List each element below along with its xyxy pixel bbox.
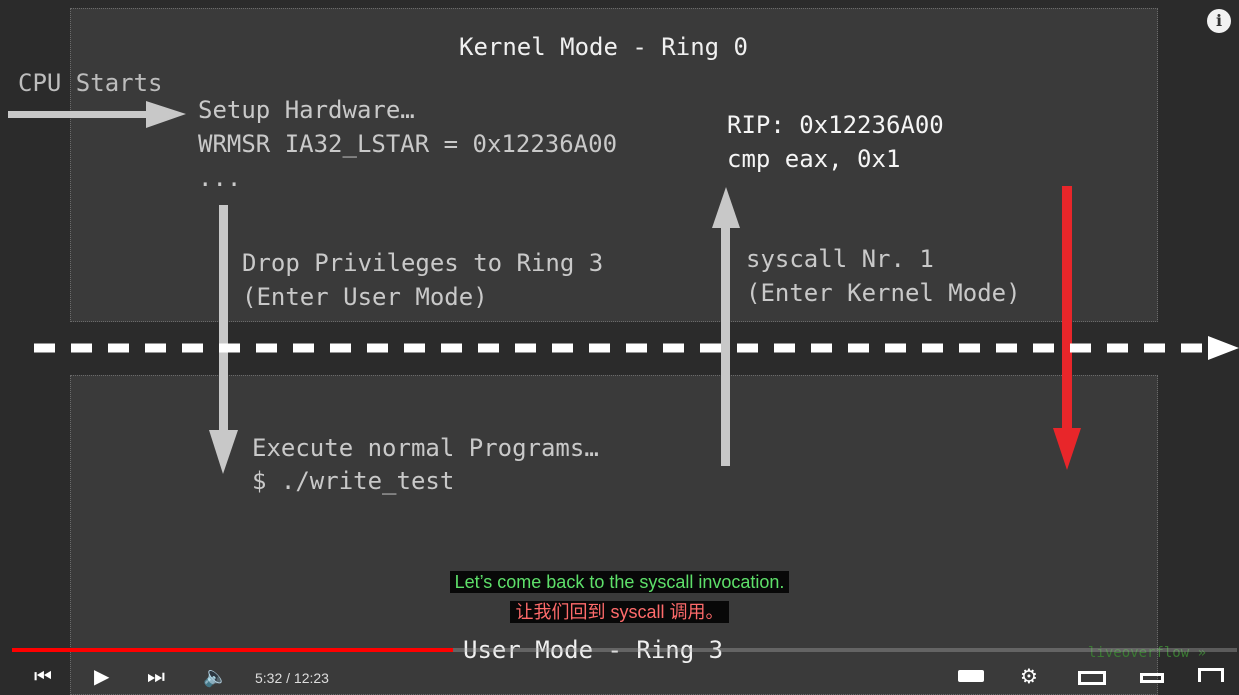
- volume-icon[interactable]: 🔈: [203, 664, 228, 688]
- write-test-command: $ ./write_test: [252, 467, 455, 495]
- info-icon[interactable]: i: [1207, 9, 1231, 33]
- miniplayer-icon[interactable]: [1078, 671, 1106, 685]
- progress-bar[interactable]: [12, 648, 1237, 652]
- subtitle-chinese: 让我们回到 syscall 调用。: [0, 598, 1239, 624]
- diagram-arrows: [8, 101, 1239, 474]
- next-icon[interactable]: ⏭: [147, 664, 165, 688]
- settings-gear-icon[interactable]: ⚙: [1020, 664, 1038, 688]
- play-icon[interactable]: ▶: [94, 664, 110, 688]
- subtitles-icon[interactable]: [958, 670, 984, 682]
- drop-privileges-line-1: Drop Privileges to Ring 3: [242, 249, 604, 277]
- kernel-mode-panel: [70, 8, 1158, 322]
- cpu-starts-label: CPU Starts: [18, 69, 163, 97]
- user-mode-panel: [70, 375, 1158, 695]
- fullscreen-icon[interactable]: [1198, 668, 1224, 682]
- time-display: 5:32 / 12:23: [255, 670, 329, 686]
- cmp-line: cmp eax, 0x1: [727, 145, 901, 173]
- theater-mode-icon[interactable]: [1140, 673, 1164, 683]
- user-mode-title: User Mode - Ring 3: [463, 636, 724, 664]
- channel-watermark[interactable]: liveoverflow »: [1088, 645, 1207, 661]
- subtitle-english: Let’s come back to the syscall invocatio…: [0, 571, 1239, 593]
- kernel-mode-title: Kernel Mode - Ring 0: [459, 33, 748, 61]
- cpu-start-arrow: [8, 101, 186, 128]
- setup-line-3: ...: [198, 164, 242, 192]
- down-arrow-to-user-mode: [209, 205, 238, 474]
- subtitle-english-text: Let’s come back to the syscall invocatio…: [449, 571, 790, 593]
- rip-line: RIP: 0x12236A00: [727, 111, 944, 139]
- privilege-boundary-dashed-line: [34, 336, 1239, 360]
- syscall-line-2: (Enter Kernel Mode): [746, 279, 1021, 307]
- drop-privileges-line-2: (Enter User Mode): [242, 283, 488, 311]
- subtitle-chinese-text: 让我们回到 syscall 调用。: [510, 601, 729, 623]
- previous-icon[interactable]: ⏮: [34, 664, 52, 688]
- setup-line-2: WRMSR IA32_LSTAR = 0x12236A00: [198, 130, 618, 158]
- setup-line-1: Setup Hardware…: [198, 96, 415, 124]
- execute-programs-line: Execute normal Programs…: [252, 434, 599, 462]
- progress-bar-played: [12, 648, 453, 652]
- syscall-line-1: syscall Nr. 1: [746, 245, 934, 273]
- red-return-arrow: [1053, 186, 1081, 470]
- up-arrow-syscall: [712, 187, 740, 466]
